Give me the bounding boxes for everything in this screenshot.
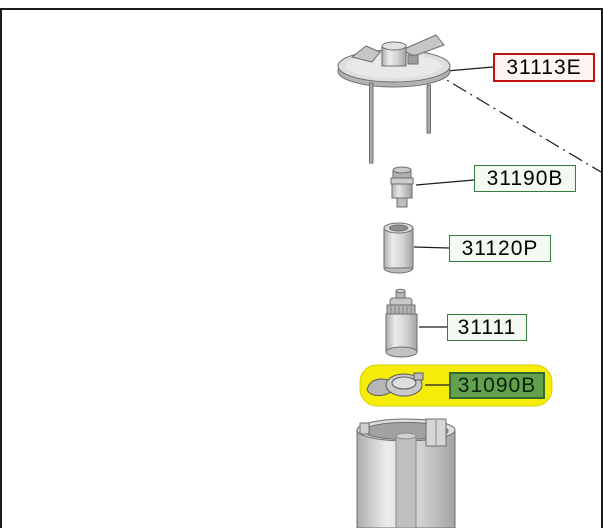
part-drawing-31111[interactable] — [385, 288, 418, 358]
cup-inner-tube — [395, 435, 417, 528]
part-drawing-31113E[interactable] — [337, 34, 451, 164]
bracket-arm — [366, 378, 392, 396]
part-drawing-31190B[interactable] — [390, 166, 414, 208]
bracket-face — [391, 376, 417, 390]
cup-inner-tube-top — [395, 432, 417, 440]
bracket-notch — [413, 372, 424, 381]
leader-31120P — [413, 246, 450, 249]
regulator-body — [391, 183, 413, 199]
plate-left-tab — [350, 45, 381, 63]
pump-outlet-top — [395, 288, 406, 294]
part-label-31190B[interactable]: 31190B — [474, 165, 576, 192]
guide-rod-right — [426, 84, 431, 134]
pump-body — [385, 313, 418, 353]
plate-arrow-wedge — [400, 34, 445, 57]
section-dashdot-line — [429, 69, 602, 173]
part-label-31111[interactable]: 31111 — [447, 314, 527, 341]
part-drawing-reservoir-cup[interactable] — [356, 418, 456, 528]
part-drawing-31090B[interactable] — [366, 372, 424, 397]
part-label-31120P[interactable]: 31120P — [449, 235, 551, 262]
guide-rod-left — [369, 82, 374, 164]
plate-connector-block — [407, 54, 419, 65]
plate-center-cylinder-top — [381, 41, 407, 51]
tube-body — [383, 227, 414, 269]
part-drawing-31120P[interactable] — [383, 222, 414, 274]
regulator-collar — [390, 177, 414, 185]
part-label-31090B-selected[interactable]: 31090B — [449, 372, 545, 399]
pump-bottom — [385, 346, 418, 358]
cup-left-tab — [359, 422, 370, 435]
pump-ribs — [390, 306, 412, 314]
regulator-nipple — [396, 197, 408, 208]
part-label-31113E[interactable]: 31113E — [493, 53, 595, 82]
leader-31190B — [415, 179, 475, 186]
regulator-cap-top — [392, 166, 412, 174]
tube-bore — [389, 224, 408, 232]
